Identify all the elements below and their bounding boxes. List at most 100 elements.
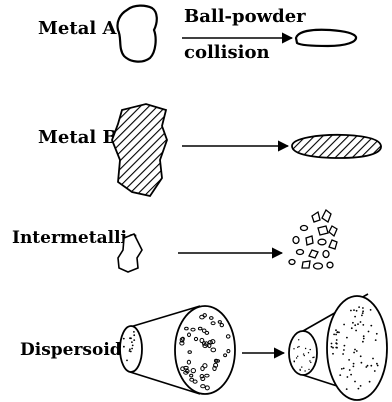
dispersoid-dot: [352, 322, 354, 324]
dispersoid-dot: [356, 310, 358, 312]
metal-a-particle: [117, 6, 156, 62]
dispersoid-dot: [363, 335, 365, 337]
dispersoid-dot: [339, 374, 341, 376]
dispersoid-dot: [374, 370, 376, 372]
dispersoid-dot: [123, 338, 125, 340]
dispersoid-dot: [353, 363, 355, 365]
dispersoid-dot: [369, 381, 371, 383]
dispersoid-dot: [123, 346, 125, 348]
dispersoid-dot: [335, 334, 337, 336]
dispersoid-dot: [298, 339, 299, 340]
dispersoid-dot: [303, 353, 304, 354]
dispersoid-dot: [353, 366, 355, 368]
dispersoid-dot: [333, 334, 335, 336]
dispersoid-dot: [357, 323, 359, 325]
dispersoid-dot: [363, 338, 365, 340]
dispersoid-particle-small: [120, 326, 142, 372]
dispersoid-after: [289, 294, 387, 400]
dispersoid-dot: [358, 388, 360, 390]
dispersoid-dot: [304, 355, 305, 356]
dispersoid-dot: [367, 365, 369, 367]
dispersoid-dot: [376, 333, 378, 335]
dispersoid-dot: [372, 358, 374, 360]
dispersoid-dot: [129, 348, 131, 350]
dispersoid-dot: [338, 332, 340, 334]
dispersoid-dot: [297, 347, 298, 348]
dispersoid-dot: [331, 346, 333, 348]
dispersoid-dot: [377, 365, 379, 367]
dispersoid-dot: [362, 324, 364, 326]
dispersoid-dot: [362, 307, 364, 309]
intermetallic-particle: [118, 234, 142, 272]
dispersoid-dot: [370, 309, 372, 311]
dispersoid-dot: [331, 343, 333, 345]
dispersoid-dot: [131, 341, 133, 343]
dispersoid-dot: [332, 347, 334, 349]
dispersoid-dot: [348, 359, 350, 361]
dispersoid-dot: [344, 345, 346, 347]
dispersoid-dot: [360, 355, 362, 357]
dispersoid-dot: [375, 339, 377, 341]
dispersoid-dot: [361, 315, 363, 317]
dispersoid-dot: [335, 342, 337, 344]
dispersoid-dot: [309, 360, 310, 361]
dispersoid-dot: [336, 339, 338, 341]
dispersoid-dot: [335, 347, 337, 349]
dispersoid-dot: [305, 348, 306, 349]
dispersoid-before: [120, 306, 235, 394]
dispersoid-dot: [301, 366, 302, 367]
dispersoid-dot: [354, 324, 356, 326]
dispersoid-dot: [298, 346, 299, 347]
dispersoid-dot: [350, 310, 352, 312]
dispersoid-dot: [308, 369, 309, 370]
intermetallic-fragments: [289, 210, 337, 269]
dispersoid-dot: [362, 341, 364, 343]
dispersoid-dot: [310, 349, 311, 350]
dispersoid-dot: [129, 350, 131, 352]
dispersoid-refined-small: [289, 331, 317, 375]
dispersoid-dot: [294, 360, 295, 361]
dispersoid-dot: [308, 352, 309, 353]
dispersoid-dot: [131, 348, 133, 350]
dispersoid-dot: [313, 357, 314, 358]
dispersoid-dot: [310, 362, 311, 363]
dispersoid-dot: [358, 306, 360, 308]
dispersoid-dot: [343, 368, 345, 370]
dispersoid-dot: [342, 353, 344, 355]
dispersoid-dot: [356, 350, 358, 352]
dispersoid-dot: [133, 334, 135, 336]
dispersoid-dot: [346, 388, 348, 390]
dispersoid-dot: [376, 363, 378, 365]
dispersoid-dot: [362, 310, 364, 312]
dispersoid-dot: [296, 357, 297, 358]
dispersoid-dot: [132, 345, 134, 347]
dispersoid-dot: [341, 368, 343, 370]
dispersoid-dot: [354, 381, 356, 383]
dispersoid-dot: [370, 365, 372, 367]
dispersoid-dot: [129, 337, 131, 339]
dispersoid-dot: [336, 331, 338, 333]
dispersoid-dot: [354, 316, 356, 318]
dispersoid-dot: [343, 324, 345, 326]
dispersoid-dot: [353, 352, 355, 354]
dispersoid-dot: [353, 309, 355, 311]
dispersoid-dot: [360, 385, 362, 387]
dispersoid-dot: [355, 330, 357, 332]
dispersoid-dot: [370, 325, 372, 327]
dispersoid-dot: [343, 349, 345, 351]
dispersoid-dot: [332, 353, 334, 355]
dispersoid-dot: [362, 312, 364, 314]
dispersoid-dot: [349, 369, 351, 371]
dispersoid-dot: [304, 370, 305, 371]
dispersoid-dot: [350, 374, 352, 376]
dispersoid-dot: [354, 349, 356, 351]
dispersoid-dot: [351, 327, 353, 329]
dispersoid-dot: [293, 348, 294, 349]
dispersoid-dot: [126, 360, 128, 362]
dispersoid-dot: [368, 331, 370, 333]
metal-b-flattened: [292, 135, 381, 158]
dispersoid-particle-magnified: [175, 306, 235, 394]
dispersoid-dot: [335, 329, 337, 331]
